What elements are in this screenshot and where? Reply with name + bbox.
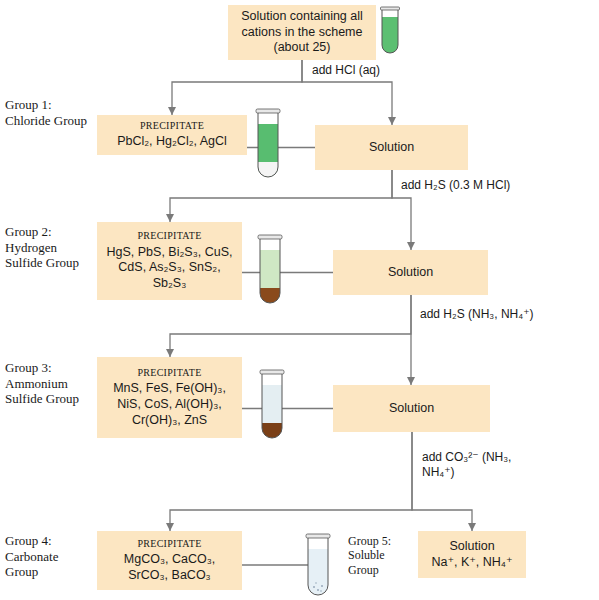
flow-connector — [242, 272, 333, 273]
box-text: Solution — [389, 401, 434, 417]
flow-connector — [170, 295, 411, 357]
box-text: MgCO₃, CaCO₃, SrCO₃, BaCO₃ — [104, 552, 235, 583]
reagent-label: add H₂S (0.3 M HCl) — [399, 178, 512, 193]
box-text: PbCl₂, Hg₂Cl₂, AgCl — [117, 134, 227, 150]
group-label: Group 2: Hydrogen Sulfide Group — [5, 224, 87, 271]
flow-connector — [170, 170, 392, 222]
reagent-label: add H₂S (NH₃, NH₄⁺) — [418, 307, 535, 322]
box-text: Na⁺, K⁺, NH₄⁺ — [431, 555, 512, 571]
group-label: Group 4: Carbonate Group — [5, 533, 87, 580]
leader-line — [242, 564, 308, 565]
solution-box: Solution — [333, 250, 488, 295]
solution-box: Solution — [315, 125, 468, 170]
box-heading: PRECIPITATE — [137, 230, 201, 243]
box-heading: PRECIPITATE — [137, 367, 201, 380]
test-tube — [256, 109, 280, 177]
test-tube — [381, 7, 400, 53]
test-tube — [306, 534, 330, 595]
box-text: Solution — [369, 140, 414, 156]
start-box: Solution containing all cations in the s… — [228, 5, 376, 60]
flow-connector — [410, 295, 411, 385]
reagent-label: add CO₃²⁻ (NH₃, NH₄⁺) — [420, 450, 536, 480]
precipitate-box: PRECIPITATEMnS, FeS, Fe(OH)₃, NiS, CoS, … — [97, 357, 242, 438]
test-tube — [260, 370, 284, 438]
precipitate-box: PRECIPITATEPbCl₂, Hg₂Cl₂, AgCl — [97, 115, 247, 155]
box-heading: PRECIPITATE — [140, 120, 204, 133]
flow-connector — [247, 147, 315, 148]
flow-connector — [172, 60, 302, 115]
flow-connector — [412, 432, 472, 531]
precipitate-box: PRECIPITATEMgCO₃, CaCO₃, SrCO₃, BaCO₃ — [97, 531, 242, 590]
flow-connector — [302, 60, 392, 125]
box-text: Solution — [388, 265, 433, 281]
group-label: Group 5: Soluble Group — [348, 534, 414, 577]
group-label: Group 3: Ammonium Sulfide Group — [5, 360, 87, 407]
test-tube — [258, 235, 282, 303]
box-text: Solution — [449, 539, 494, 555]
solution-box: Solution — [333, 385, 490, 432]
group-label: Group 1: Chloride Group — [5, 97, 87, 128]
solution-box: SolutionNa⁺, K⁺, NH₄⁺ — [418, 531, 526, 578]
box-text: MnS, FeS, Fe(OH)₃, NiS, CoS, Al(OH)₃, Cr… — [104, 381, 235, 428]
box-heading: PRECIPITATE — [137, 538, 201, 551]
precipitate-box: PRECIPITATE HgS, PbS, Bi₂S₃, CuS, CdS, As… — [97, 222, 242, 300]
box-text: HgS, PbS, Bi₂S₃, CuS, CdS, As₂S₃, SnS₂, … — [104, 245, 235, 292]
flow-connector — [170, 432, 412, 531]
box-text: Solution containing all cations in the s… — [235, 9, 369, 56]
reagent-label: add HCl (aq) — [310, 63, 382, 78]
flow-connector — [242, 408, 333, 409]
